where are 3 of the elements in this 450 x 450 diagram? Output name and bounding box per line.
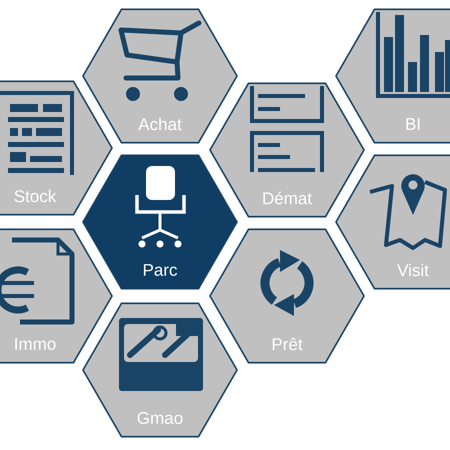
hexagon-tile: Immo <box>0 225 117 367</box>
node-label: Visit <box>397 264 429 276</box>
hexagon-tile: Prêt <box>205 225 369 367</box>
